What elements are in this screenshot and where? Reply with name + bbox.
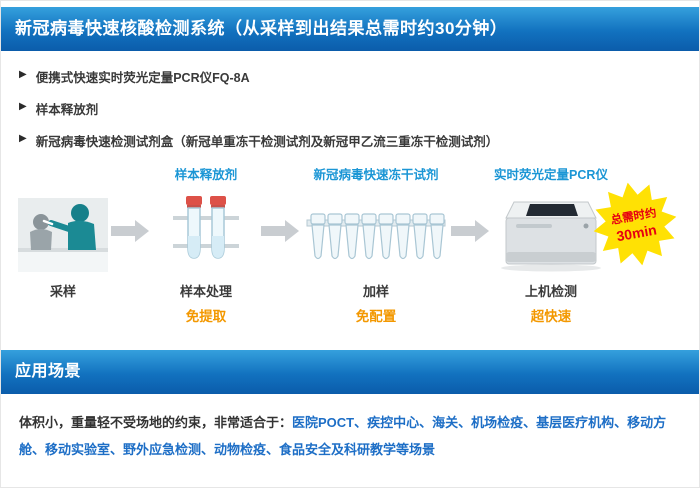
bullet-label: 新冠病毒快速检测试剂盒（新冠单重冻干检测试剂及新冠甲乙流三重冻干检测试剂） bbox=[35, 135, 499, 149]
sampling-photo bbox=[18, 186, 108, 272]
flow-step-loading: 新冠病毒快速冻干试剂 加样 免配置 bbox=[301, 164, 451, 325]
list-item: ▶ 新冠病毒快速检测试剂盒（新冠单重冻干检测试剂及新冠甲乙流三重冻干检测试剂） bbox=[19, 131, 681, 150]
usage-description: 体积小，重量轻不受场地的约束，非常适合于：医院POCT、疾控中心、海关、机场检疫… bbox=[1, 394, 699, 463]
flow-step-detection: 实时荧光定量PCR仪 上机检测 超快速 bbox=[491, 164, 611, 325]
flow-step-processing: 样本释放剂 bbox=[151, 164, 261, 325]
header-banner: 新冠病毒快速核酸检测系统（从采样到出结果总需时约30分钟） bbox=[1, 7, 699, 51]
right-arrow-icon bbox=[261, 220, 301, 242]
step-top-label: 实时荧光定量PCR仪 bbox=[494, 168, 608, 182]
bullet-label: 便携式快速实时荧光定量PCR仪FQ-8A bbox=[35, 71, 250, 85]
section-title: 应用场景 bbox=[15, 363, 82, 380]
right-triangle-icon: ▶ bbox=[19, 101, 27, 112]
step-caption: 样本处理 bbox=[179, 284, 232, 299]
usage-highlight: 医院POCT、疾控中心、海关、机场检疫、基层医疗机构、移动方舱、移动实验室、野外… bbox=[19, 415, 667, 457]
bullet-list: ▶ 便携式快速实时荧光定量PCR仪FQ-8A ▶ 样本释放剂 ▶ 新冠病毒快速检… bbox=[1, 51, 699, 150]
right-arrow-icon bbox=[111, 220, 151, 242]
right-triangle-icon: ▶ bbox=[19, 69, 27, 80]
page-title: 新冠病毒快速核酸检测系统（从采样到出结果总需时约30分钟） bbox=[15, 19, 508, 38]
workflow-diagram: 采样 样本释放剂 bbox=[1, 164, 699, 332]
pcr-machine-illustration bbox=[496, 186, 606, 272]
pcr-strip-illustration bbox=[305, 186, 447, 272]
sampling-illustration bbox=[18, 198, 108, 272]
list-item: ▶ 样本释放剂 bbox=[19, 99, 681, 118]
step-top-label: 新冠病毒快速冻干试剂 bbox=[313, 168, 439, 182]
step-caption: 采样 bbox=[49, 284, 76, 299]
test-tubes-illustration bbox=[173, 186, 239, 272]
list-item: ▶ 便携式快速实时荧光定量PCR仪FQ-8A bbox=[19, 67, 681, 86]
usage-intro: 体积小，重量轻不受场地的约束，非常适合于： bbox=[19, 415, 293, 430]
right-arrow-icon bbox=[451, 220, 491, 242]
right-triangle-icon: ▶ bbox=[19, 133, 27, 144]
step-note: 免配置 bbox=[355, 309, 397, 324]
section-banner: 应用场景 bbox=[1, 350, 699, 394]
step-caption: 加样 bbox=[362, 284, 389, 299]
step-note: 免提取 bbox=[185, 309, 227, 324]
bullet-label: 样本释放剂 bbox=[35, 103, 99, 117]
step-top-label: 样本释放剂 bbox=[174, 168, 238, 182]
flow-step-sampling: 采样 bbox=[15, 164, 111, 305]
step-note: 超快速 bbox=[530, 309, 572, 324]
step-caption: 上机检测 bbox=[524, 284, 577, 299]
